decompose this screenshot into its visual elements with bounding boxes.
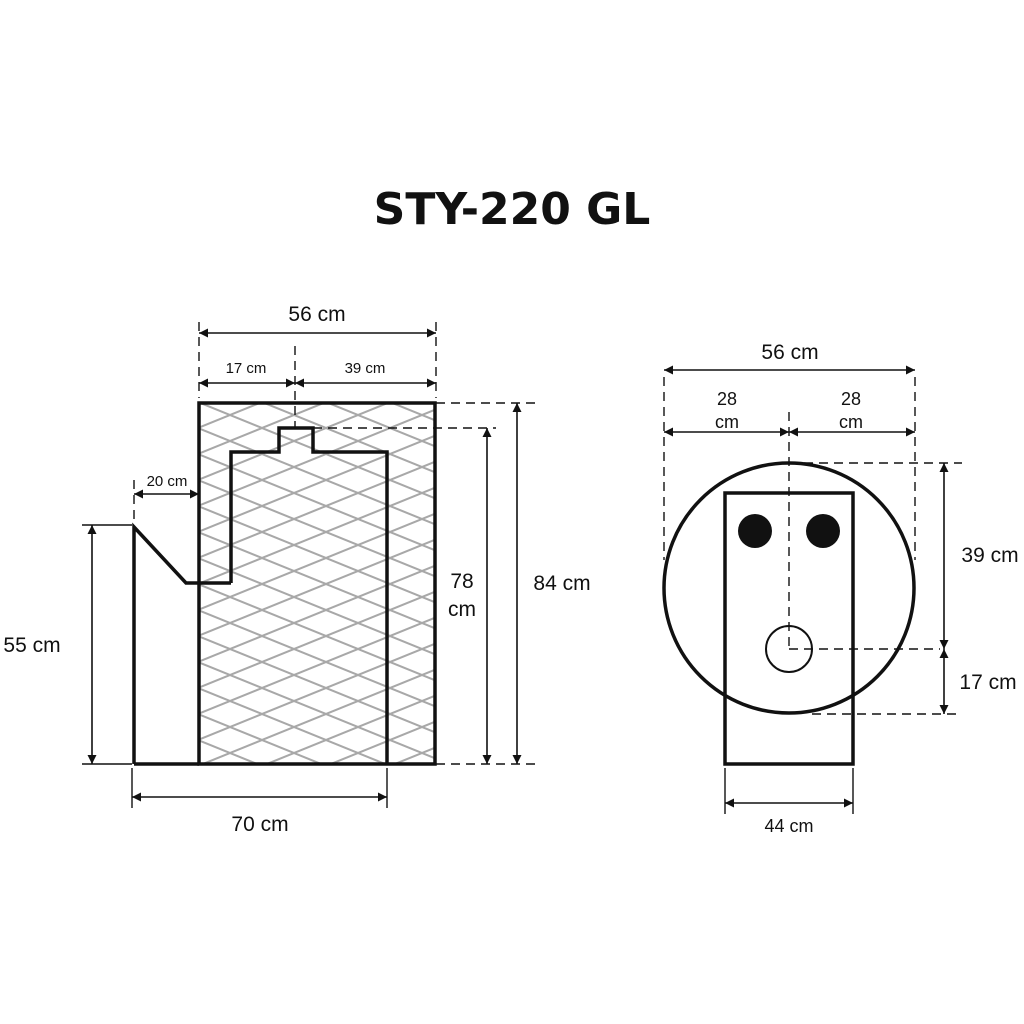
knob-right-icon xyxy=(806,514,840,548)
label-lower-height: 17 cm xyxy=(959,671,1016,694)
control-box-outline xyxy=(132,522,199,764)
knob-left-icon xyxy=(738,514,772,548)
label-base-width: 70 cm xyxy=(231,813,288,836)
label-overall-width: 56 cm xyxy=(288,303,345,326)
inner-element-outline xyxy=(229,426,389,764)
label-front-base-width: 44 cm xyxy=(764,816,813,836)
label-half-right-unit: cm xyxy=(839,412,863,432)
label-inner-height-unit: cm xyxy=(448,598,476,621)
label-half-right-value: 28 xyxy=(841,389,861,409)
side-view: 56 cm 17 cm 39 cm 20 cm 55 cm 78 cm 84 c… xyxy=(3,303,590,836)
label-total-height: 84 cm xyxy=(533,572,590,595)
label-left-height: 55 cm xyxy=(3,634,60,657)
label-right-section: 39 cm xyxy=(345,360,386,377)
label-half-left-value: 28 xyxy=(717,389,737,409)
label-inner-height-value: 78 xyxy=(450,570,473,593)
label-front-overall-width: 56 cm xyxy=(761,341,818,364)
stone-hatch xyxy=(199,403,435,764)
stone-basket-circle xyxy=(662,461,916,715)
front-view: 56 cm 28 cm 28 cm 39 cm 17 cm 44 cm xyxy=(662,341,1019,836)
page-title: STY-220 GL xyxy=(374,184,651,235)
label-upper-height: 39 cm xyxy=(961,544,1018,567)
label-half-left-unit: cm xyxy=(715,412,739,432)
label-step-width: 20 cm xyxy=(147,473,188,490)
label-left-section: 17 cm xyxy=(226,360,267,377)
